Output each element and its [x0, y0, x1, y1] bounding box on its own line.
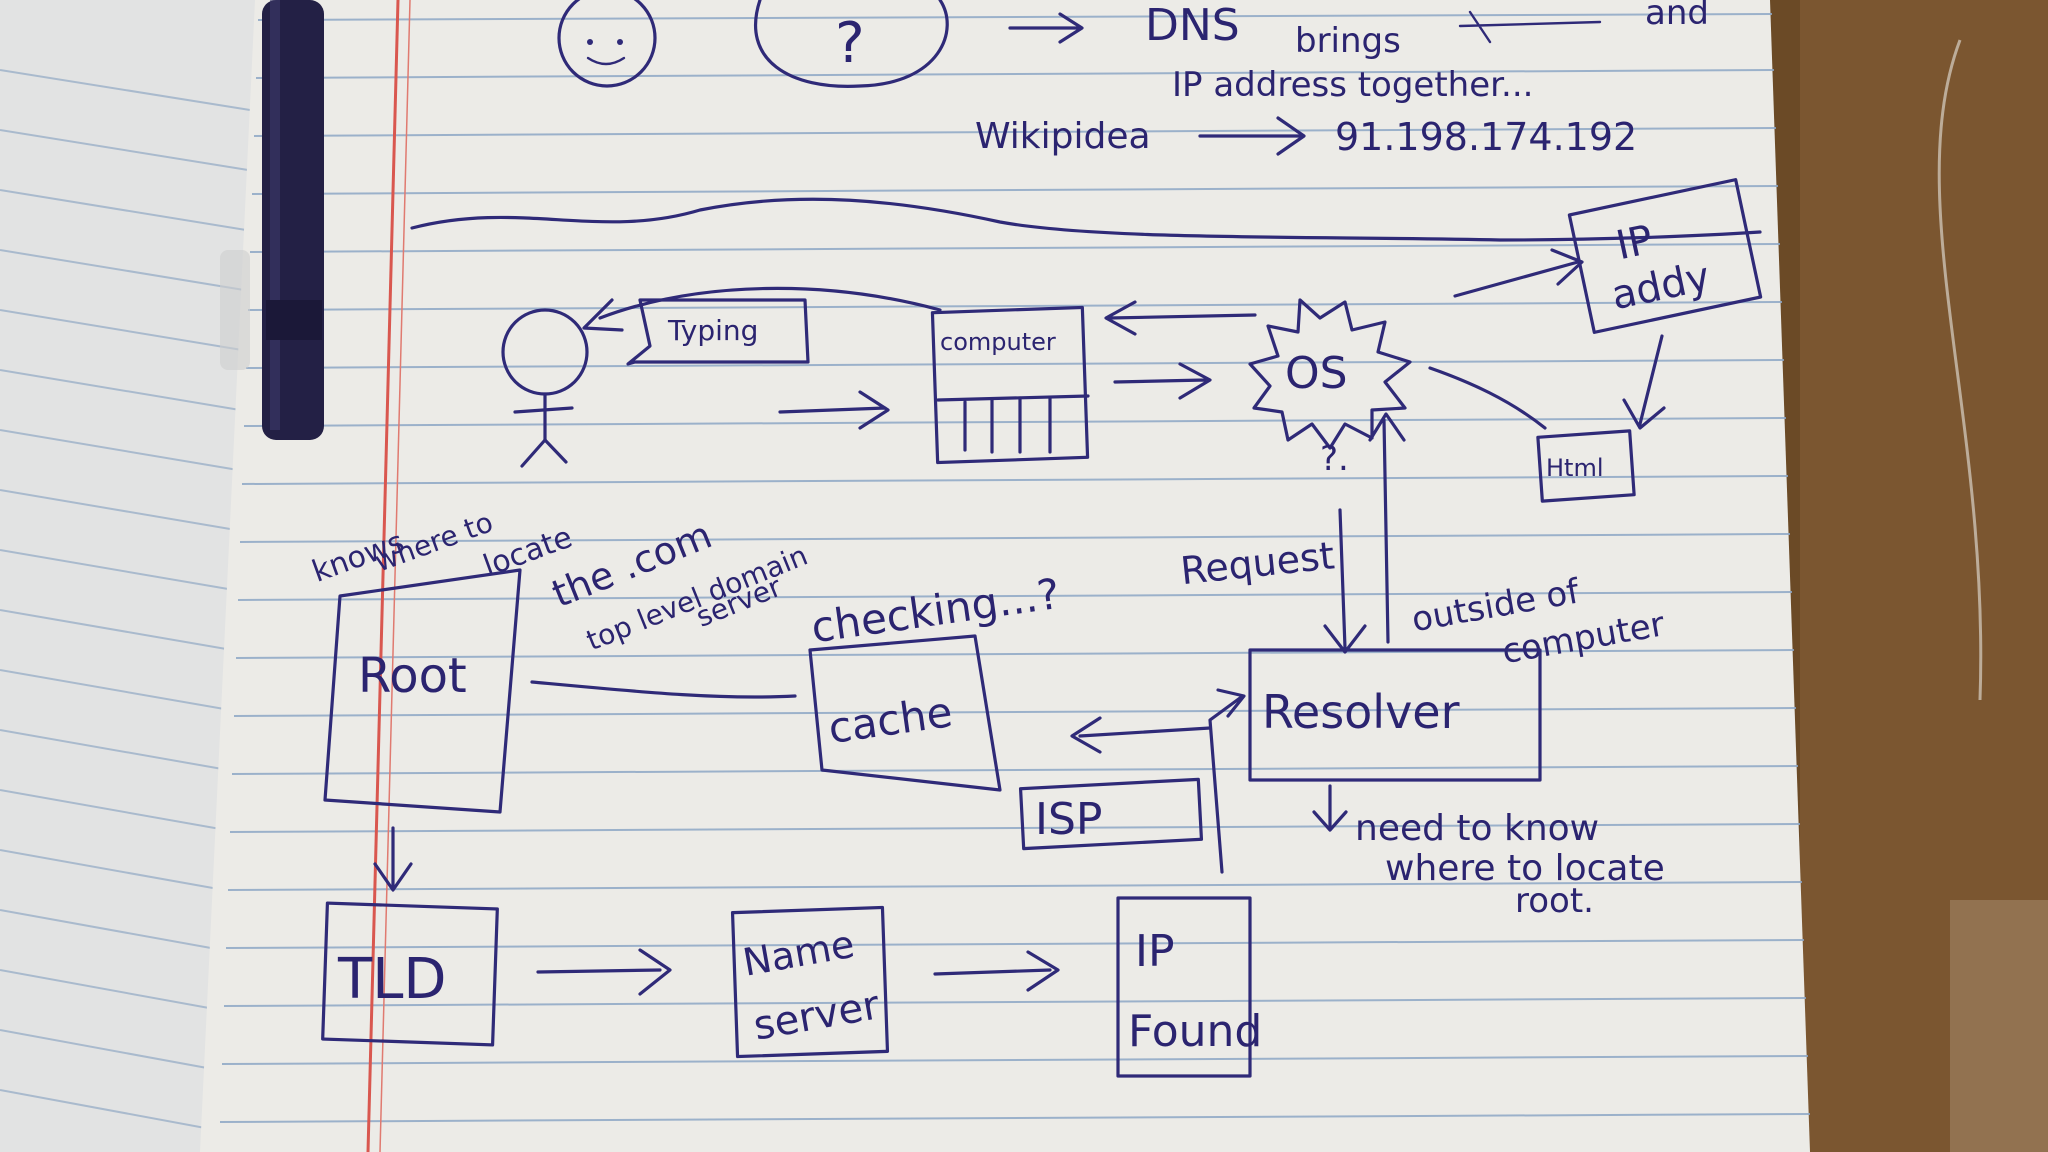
need-line2: where to locate — [1385, 848, 1665, 889]
root-label: Root — [358, 648, 467, 704]
computer-box — [930, 305, 1090, 465]
arrow-to-dns — [1008, 12, 1084, 44]
ruled-lines — [219, 13, 1811, 1123]
brings-text: brings — [1295, 21, 1401, 61]
html-box — [1536, 429, 1636, 503]
arrow-resolver-down — [1312, 784, 1348, 832]
margin-line — [366, 0, 400, 1152]
root-box — [323, 568, 522, 814]
computer-label: computer — [940, 328, 1056, 356]
arrow-isp-to-resolver — [1208, 688, 1246, 874]
left-page-lines — [0, 69, 251, 1131]
line-html-to-os — [1428, 366, 1547, 430]
arrow-computer-to-user — [582, 286, 942, 332]
ip-together-text: IP address together... — [1172, 65, 1533, 105]
arrow-ip-to-html — [1622, 334, 1666, 430]
dns-diagram: Typing computer OS IP addy Html ?. Reque… — [308, 178, 1763, 1078]
top-notes: ? DNS brings and IP address together... … — [557, 0, 1709, 159]
arrow-os-to-ip — [1453, 248, 1584, 298]
cable — [1937, 39, 1983, 701]
ipfound-line2: Found — [1128, 1006, 1262, 1057]
user-stick-figure — [501, 308, 589, 468]
arrow-to-ip — [1198, 116, 1306, 156]
html-label: Html — [1546, 454, 1604, 482]
os-question: ?. — [1320, 439, 1349, 479]
os-label: OS — [1285, 348, 1348, 399]
tld-label: TLD — [337, 947, 447, 1012]
glass-reflection — [1950, 900, 2048, 1152]
pen — [220, 0, 324, 440]
smiley-face — [557, 0, 657, 88]
arrow-computer-to-os — [1113, 362, 1212, 400]
isp-box — [1018, 777, 1204, 851]
arrow-tld-to-nameserver — [536, 948, 672, 996]
isp-label: ISP — [1035, 794, 1102, 845]
right-page — [200, 0, 1810, 1152]
wikipedia-text: Wikipidea — [975, 116, 1151, 157]
scribble-out — [1458, 10, 1602, 44]
arrow-resolver-to-cache — [1070, 716, 1212, 754]
tld-box — [321, 901, 499, 1047]
wikipedia-ip: 91.198.174.192 — [1335, 115, 1637, 159]
thought-bubble — [753, 0, 949, 88]
left-page — [0, 0, 260, 1152]
nameserver-box — [730, 905, 890, 1059]
line-root-to-cache — [530, 680, 797, 699]
arrow-os-to-computer — [1104, 300, 1257, 336]
typing-label: Typing — [667, 314, 758, 347]
ipfound-box — [1116, 896, 1252, 1078]
arrow-request-down — [1323, 508, 1367, 654]
dns-text: DNS — [1145, 0, 1240, 51]
arrow-root-to-tld — [373, 826, 413, 892]
ipfound-line1: IP — [1135, 926, 1175, 977]
question-mark: ? — [835, 11, 865, 76]
need-line1: need to know — [1355, 808, 1599, 849]
typing-bubble — [626, 298, 810, 366]
wavy-divider — [410, 197, 1762, 242]
margin-line-2 — [379, 0, 411, 1152]
os-burst — [1248, 298, 1412, 450]
need-line3: root. — [1515, 881, 1594, 921]
arrow-nameserver-to-ipfound — [933, 950, 1060, 992]
ip-addy-box — [1567, 178, 1763, 334]
arrow-user-to-computer — [778, 390, 890, 430]
arrow-outside-up — [1368, 412, 1406, 644]
resolver-label: Resolver — [1262, 685, 1460, 739]
resolver-box — [1248, 648, 1542, 782]
cache-box — [808, 634, 1002, 792]
and-text: and — [1645, 0, 1709, 33]
